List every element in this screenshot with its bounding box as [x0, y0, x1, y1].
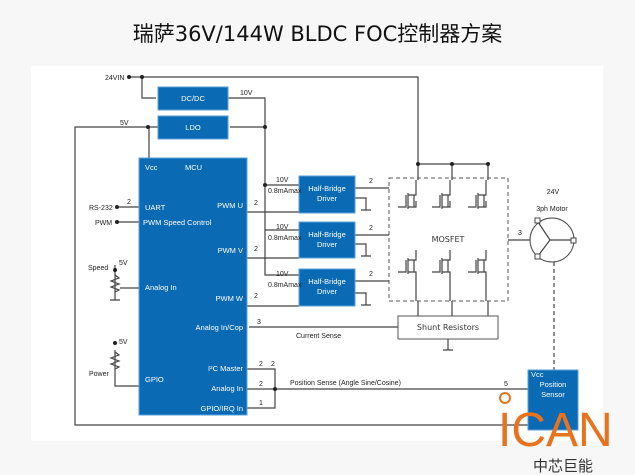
driver-w-label-2: Driver — [317, 287, 338, 296]
svg-text:2: 2 — [254, 293, 258, 300]
wires — [74, 76, 555, 426]
svg-text:2: 2 — [271, 361, 275, 368]
sensor-vcc: Vcc — [531, 370, 544, 379]
svg-text:3: 3 — [518, 230, 522, 237]
svg-text:2: 2 — [259, 381, 263, 388]
driver-w-label-1: Half-Bridge — [308, 277, 346, 286]
resistor-icon — [109, 351, 121, 370]
ican-logo: ICAN 中芯巨能 — [498, 392, 613, 475]
mosfet-icons — [398, 180, 487, 301]
mcu-i2c: I²C Master — [208, 364, 244, 373]
driver-v-current: 0.8mAmax — [268, 235, 302, 242]
vin-label: 24VIN — [105, 75, 124, 82]
position-sensor-block — [527, 369, 579, 431]
sensor-label-2: Sensor — [541, 390, 565, 399]
driver-w-voltage: 10V — [276, 271, 289, 278]
rs232-label: RS-232 — [89, 205, 113, 212]
mcu-gpio: GPIO — [145, 375, 164, 384]
speed-label: Speed — [88, 265, 108, 272]
driver-u-current: 0.8mAmax — [268, 188, 302, 195]
ldo-5v-label: 5V — [120, 120, 129, 127]
position-sense-label: Position Sense (Angle Sine/Cosine) — [290, 380, 401, 387]
driver-v-label-2: Driver — [317, 240, 338, 249]
bus-width-labels: 2 2 2 2 2 2 2 3 2 2 2 1 3 5 — [127, 178, 522, 407]
power-label: Power — [89, 371, 110, 378]
mosfet-label: MOSFET — [432, 235, 465, 244]
logo-text: ICAN — [498, 404, 613, 457]
mcu-pwm-u: PWM U — [217, 201, 243, 210]
speed-5v-label: 5V — [119, 260, 128, 267]
mcu-analog-in-2: Analog In — [211, 384, 243, 393]
mcu-vcc-label: Vcc — [145, 163, 158, 172]
motor-label: 3ph Motor — [536, 206, 568, 213]
svg-text:2: 2 — [254, 200, 258, 207]
driver-w-current: 0.8mAmax — [268, 282, 302, 289]
svg-text:2: 2 — [259, 361, 263, 368]
mcu-block — [138, 157, 248, 416]
svg-text:5: 5 — [504, 381, 508, 388]
svg-text:2: 2 — [127, 199, 131, 206]
mcu-pwm-speed: PWM Speed Control — [143, 218, 212, 227]
ldo-label: LDO — [185, 123, 201, 132]
svg-text:2: 2 — [369, 225, 373, 232]
mcu-title: MCU — [185, 163, 202, 172]
mcu-analog-cop: Analog In/Cop — [195, 323, 243, 332]
svg-text:2: 2 — [369, 271, 373, 278]
shunt-label: Shunt Resistors — [417, 323, 479, 332]
mcu-pwm-w: PWM W — [216, 294, 244, 303]
current-sense-label: Current Sense — [296, 333, 341, 340]
dcdc-10v-label: 10V — [240, 90, 253, 97]
mcu-gpio-irq: GPIO/IRQ In — [200, 404, 243, 413]
logo-subtitle: 中芯巨能 — [533, 457, 593, 475]
dcdc-label: DC/DC — [181, 94, 205, 103]
motor-voltage: 24V — [547, 189, 560, 196]
driver-v-voltage: 10V — [276, 224, 289, 231]
dcdc-block — [157, 86, 229, 111]
svg-text:2: 2 — [369, 178, 373, 185]
mcu-analog-in: Analog In — [145, 283, 177, 292]
mosfet-bridge — [388, 177, 509, 302]
driver-u-voltage: 10V — [276, 177, 289, 184]
page-title: 瑞萨36V/144W BLDC FOC控制器方案 — [132, 22, 503, 46]
driver-u-label-1: Half-Bridge — [308, 184, 346, 193]
svg-text:1: 1 — [259, 400, 263, 407]
driver-v-label-1: Half-Bridge — [308, 230, 346, 239]
svg-text:3: 3 — [257, 319, 261, 326]
power-5v-label: 5V — [119, 339, 128, 346]
sensor-label-1: Position — [540, 380, 567, 389]
ldo-block — [157, 115, 229, 140]
mcu-uart: UART — [145, 203, 166, 212]
shunt-resistors-block — [397, 315, 499, 340]
svg-text:2: 2 — [254, 246, 258, 253]
motor-icon — [529, 217, 577, 263]
potentiometer-icon — [109, 274, 121, 293]
logo-dot-icon — [499, 392, 511, 404]
mcu-pwm-v: PWM V — [218, 246, 243, 255]
driver-u-label-2: Driver — [317, 194, 338, 203]
pwm-label: PWM — [95, 220, 112, 227]
